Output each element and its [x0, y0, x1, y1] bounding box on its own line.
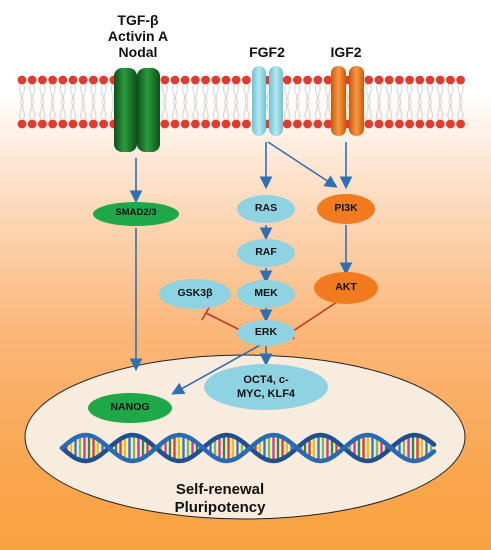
arrow-fgf-pi3k	[267, 141, 338, 188]
label-oct4-line2: MYC, KLF4	[236, 388, 296, 400]
ras-node	[237, 195, 295, 223]
oct4-node	[204, 364, 328, 410]
pi3k-node	[317, 194, 375, 224]
label-igf2: IGF2	[330, 44, 362, 60]
label-pluripotency: Pluripotency	[174, 499, 266, 516]
arrow-erk-nanog	[171, 343, 263, 395]
cell-membrane	[17, 75, 465, 129]
label-mek: MEK	[254, 287, 278, 299]
erk-node	[237, 320, 295, 346]
mek-node	[237, 280, 295, 308]
label-activin-a: Activin A	[107, 28, 169, 44]
label-nanog: NANOG	[110, 401, 150, 413]
label-akt: AKT	[335, 281, 357, 293]
label-fgf2: FGF2	[249, 44, 285, 60]
label-tgf-beta: TGF-β	[117, 12, 159, 28]
label-gsk3b: GSK3β	[177, 287, 213, 299]
igf-receptor	[331, 66, 364, 136]
label-self-renewal: Self-renewal	[175, 481, 265, 498]
nanog-node	[88, 393, 172, 423]
akt-node	[314, 272, 378, 304]
inhibit-erk-gsk3b	[201, 305, 241, 331]
gsk3b-node	[159, 279, 231, 309]
label-erk: ERK	[254, 326, 278, 338]
label-pi3k: PI3K	[334, 202, 358, 214]
fgf-receptor	[252, 66, 283, 136]
label-smad: SMAD2/3	[115, 207, 157, 218]
tgf-receptor	[114, 68, 160, 152]
raf-node	[237, 239, 295, 267]
label-ras: RAS	[254, 202, 278, 214]
label-oct4-line1: OCT4, c-	[243, 374, 289, 386]
dna-helix	[59, 432, 437, 464]
label-nodal: Nodal	[118, 44, 158, 60]
label-raf: RAF	[255, 246, 277, 258]
smad-node	[93, 202, 179, 226]
